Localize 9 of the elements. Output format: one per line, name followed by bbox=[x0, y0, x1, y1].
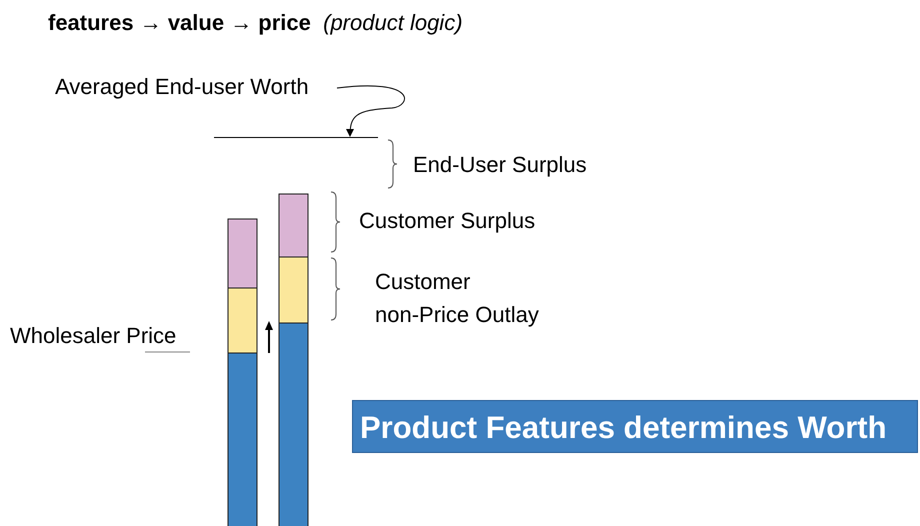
label: End-User Surplus bbox=[413, 152, 587, 178]
title: features → value → price (product logic) bbox=[48, 10, 463, 36]
label: Wholesaler Price bbox=[10, 323, 176, 349]
label: Customer Surplus bbox=[359, 208, 536, 234]
title-banner: Product Features determines Worth bbox=[352, 400, 918, 453]
node-label: Averaged End-user Worth bbox=[55, 74, 335, 102]
worth-line bbox=[214, 137, 378, 138]
leader-arrow bbox=[336, 85, 405, 137]
label: Customer non-Price Outlay bbox=[375, 268, 540, 329]
